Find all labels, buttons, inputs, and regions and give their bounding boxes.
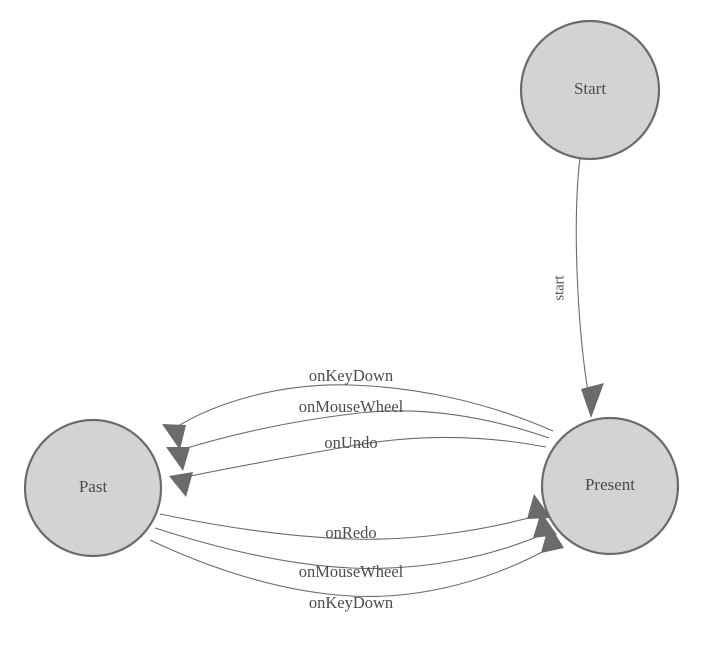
edge-start-to-present[interactable]: start xyxy=(551,157,604,418)
edge-past-to-present-onkeydown-path xyxy=(149,539,554,598)
edge-present-to-past-onundo[interactable]: onUndo xyxy=(169,433,547,497)
arrowhead-into-present-top xyxy=(581,383,604,418)
node-past[interactable]: Past xyxy=(23,418,163,558)
edge-past-to-present-onredo[interactable]: onRedo xyxy=(159,494,551,542)
node-start-circle xyxy=(519,19,661,161)
edge-present-to-past-onundo-path xyxy=(179,436,547,479)
edge-present-to-past-onmousewheel-path xyxy=(176,410,550,452)
arrowhead-into-past-1 xyxy=(162,424,186,450)
edge-present-to-past-onkeydown-path xyxy=(172,384,554,432)
arrowhead-into-past-3 xyxy=(169,472,193,497)
edge-past-to-present-onmousewheel-path xyxy=(154,527,547,569)
arrowhead-into-present-1 xyxy=(527,494,551,519)
edge-present-to-past-onkeydown[interactable]: onKeyDown xyxy=(162,366,554,450)
edge-label-present-past-onmousewheel: onMouseWheel xyxy=(299,397,404,416)
edge-past-to-present-onredo-path xyxy=(159,513,541,540)
edge-past-to-present-onmousewheel[interactable]: onMouseWheel xyxy=(154,512,557,581)
edge-label-start: start xyxy=(551,276,567,301)
node-present-circle xyxy=(540,416,680,556)
node-start[interactable]: Start xyxy=(519,19,661,161)
arrowhead-into-past-2 xyxy=(166,447,190,471)
node-present[interactable]: Present xyxy=(540,416,680,556)
arrowhead-into-present-3 xyxy=(541,524,564,553)
node-past-circle xyxy=(23,418,163,558)
edge-start-to-present-path xyxy=(575,157,589,393)
edge-label-present-past-onkeydown: onKeyDown xyxy=(309,366,393,385)
